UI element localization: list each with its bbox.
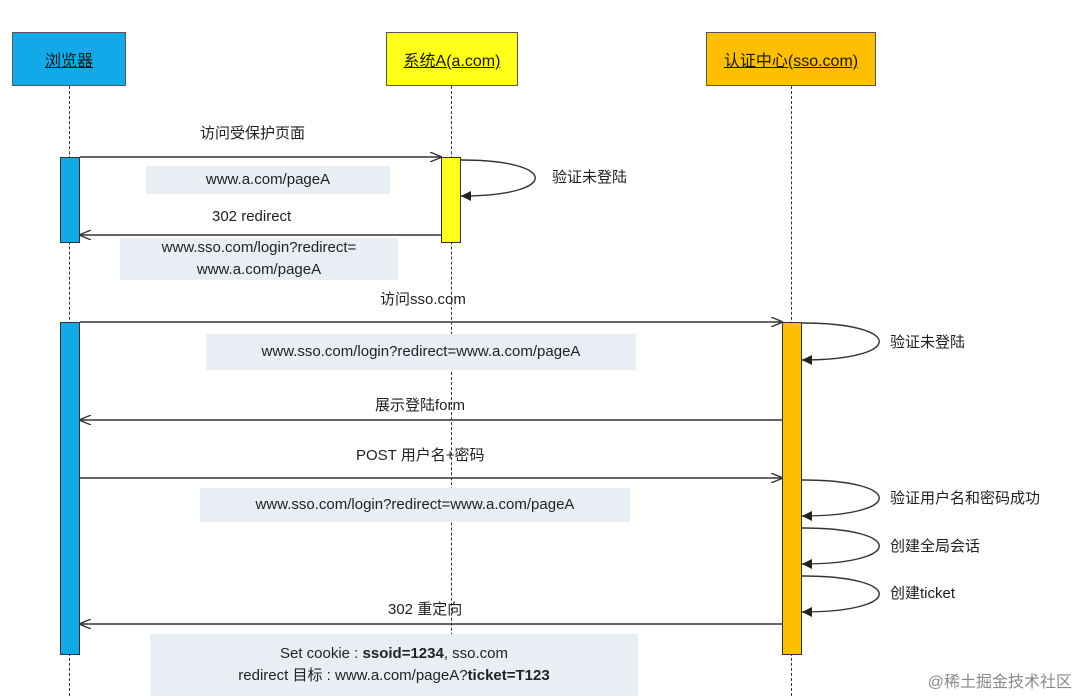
activation-browser-1 (60, 157, 80, 243)
lifeline-system-a (451, 86, 452, 696)
activation-sso (782, 322, 802, 655)
message-label-m4: 展示登陆form (375, 397, 466, 414)
self-arrow-s4 (801, 527, 880, 569)
self-label-s3: 验证用户名和密码成功 (890, 490, 1041, 507)
actor-sso: 认证中心(sso.com) (706, 32, 876, 86)
note-n2-line1: www.sso.com/login?redirect= (161, 239, 357, 256)
note-n5-line2-prefix: redirect 目标 : www.a.com/pageA? (238, 667, 468, 684)
self-arrow-s2 (801, 322, 880, 365)
message-label-m3: 访问sso.com (380, 291, 466, 308)
note-n5-line1-suffix: , sso.com (443, 645, 509, 662)
note-n2-line2: www.a.com/pageA (196, 261, 322, 278)
note-n5-line1-prefix: Set cookie : (279, 645, 363, 662)
actor-system-a: 系统A(a.com) (386, 32, 518, 86)
note-n5-line2-bold: ticket=T123 (467, 667, 550, 684)
self-label-s1: 验证未登陆 (552, 169, 628, 186)
self-arrow-s3 (801, 479, 880, 521)
activation-browser-2 (60, 322, 80, 655)
note-n5-line1-bold: ssoid=1234 (362, 645, 444, 662)
message-label-m6: 302 重定向 (388, 601, 463, 618)
self-arrow-s5 (801, 575, 880, 617)
self-arrow-s1 (460, 159, 536, 201)
note-n1: www.a.com/pageA (146, 166, 390, 194)
note-n5-line1: Set cookie : ssoid=1234, sso.com (280, 643, 508, 665)
message-label-m2: 302 redirect (212, 208, 292, 225)
message-label-m5: POST 用户名+密码 (356, 447, 485, 464)
note-n2: www.sso.com/login?redirect= www.a.com/pa… (120, 238, 398, 280)
note-n3: www.sso.com/login?redirect=www.a.com/pag… (206, 334, 636, 370)
note-n4: www.sso.com/login?redirect=www.a.com/pag… (200, 488, 630, 522)
message-label-m1: 访问受保护页面 (200, 125, 306, 142)
actor-browser: 浏览器 (12, 32, 126, 86)
watermark: @稀土掘金技术社区 (927, 674, 1072, 691)
self-label-s4: 创建全局会话 (890, 538, 981, 555)
activation-system-a (441, 157, 461, 243)
self-label-s2: 验证未登陆 (890, 334, 966, 351)
self-label-s5: 创建ticket (890, 585, 956, 602)
note-n5-line2: redirect 目标 : www.a.com/pageA?ticket=T12… (238, 665, 549, 687)
note-n5: Set cookie : ssoid=1234, sso.com redirec… (150, 634, 638, 696)
